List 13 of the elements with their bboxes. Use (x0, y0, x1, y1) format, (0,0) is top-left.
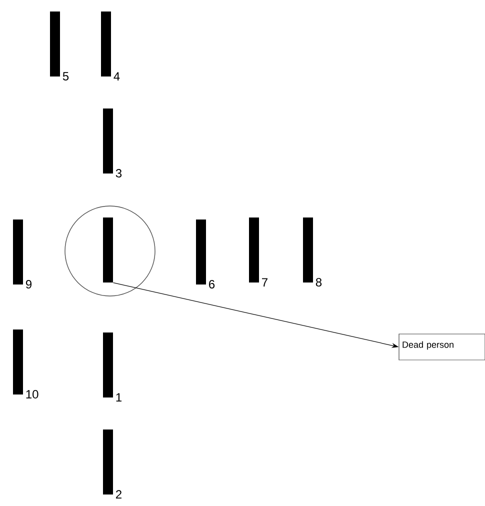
bar-number: 2 (116, 490, 122, 498)
bar-number: 3 (116, 169, 122, 178)
bar-number: 5 (62, 72, 69, 80)
bar (103, 218, 113, 282)
bar-number: 9 (26, 280, 32, 288)
bar-number: 4 (114, 72, 120, 80)
bar-number: 7 (262, 278, 268, 286)
text-box: Dead person (398, 334, 485, 360)
bar-number: 10 (26, 390, 38, 398)
bar-number: 8 (316, 278, 322, 286)
circle (64, 206, 156, 296)
bar-number: 6 (209, 280, 215, 288)
bar-number: 1 (116, 393, 122, 402)
